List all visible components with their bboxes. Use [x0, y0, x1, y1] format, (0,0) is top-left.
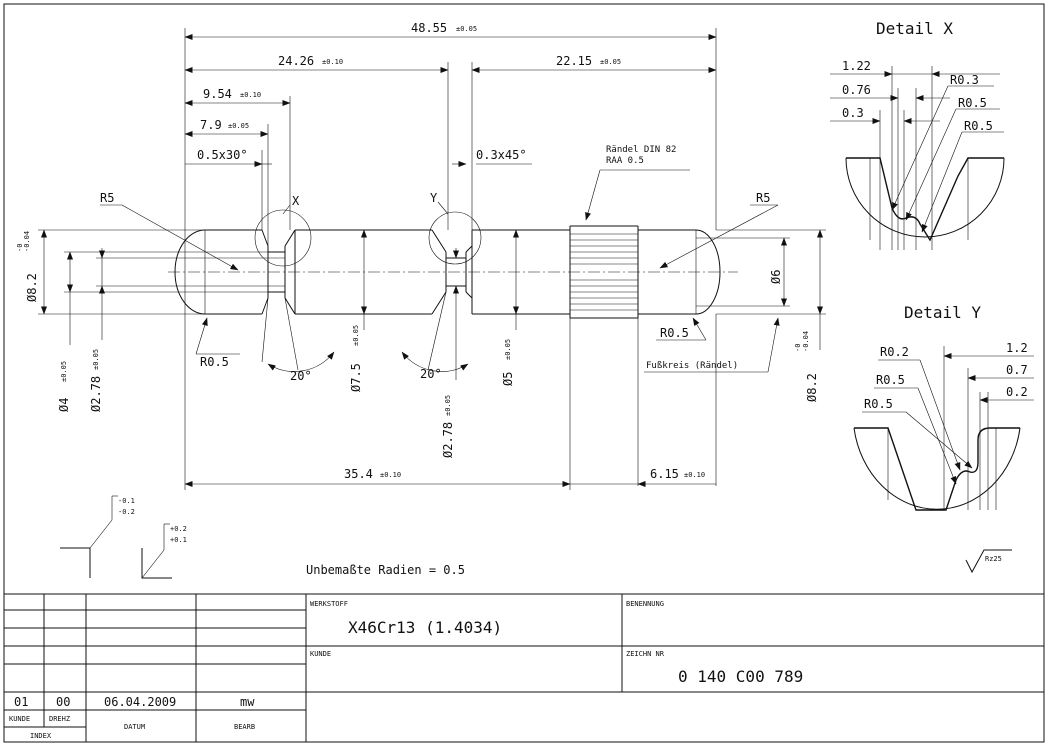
- rev-customer: 01: [14, 695, 28, 709]
- detail-y-title: Detail Y: [904, 303, 981, 322]
- len-354: 35.4: [344, 467, 373, 481]
- len-615: 6.15: [650, 467, 679, 481]
- edge-outer-1: -0.1: [118, 497, 135, 505]
- detail-y-r1: R0.2: [880, 345, 909, 359]
- dimension-lines: [38, 28, 826, 490]
- dia-right-tol-2: -0.04: [802, 331, 810, 352]
- surface-roughness-symbol: Rz25: [965, 549, 1012, 574]
- dia-right: Ø8.2: [805, 373, 819, 402]
- dia-4: Ø4: [57, 398, 71, 412]
- detail-x-r1: R0.3: [950, 73, 979, 87]
- rev-author: mw: [240, 695, 255, 709]
- dim-chamfer-x: 0.5x30°: [197, 148, 248, 162]
- dia-left-tol-1: -0: [16, 244, 24, 252]
- rev-date: 06.04.2009: [104, 695, 176, 709]
- root-circle-note: Fußkreis (Rändel): [646, 361, 738, 371]
- title-block: WERKSTOFF X46Cr13 (1.4034) BENENNUNG KUN…: [3, 593, 1045, 743]
- detail-y-d1: 1.2: [1006, 341, 1028, 355]
- knurl-note-2: RAA 0.5: [606, 156, 644, 166]
- col-index: INDEX: [30, 732, 52, 740]
- r05-left: R0.5: [200, 355, 229, 369]
- dim-groove-x-tol: ±0.10: [240, 91, 261, 99]
- dia-left-tol-2: -0.04: [23, 231, 31, 252]
- edge-inner-2: +0.1: [170, 536, 187, 544]
- dia-5-tol: ±0.05: [504, 339, 512, 360]
- dia-278b-tol: ±0.05: [444, 395, 452, 416]
- dim-right-part: 22.15: [556, 54, 592, 68]
- edge-symbols: -0.1 -0.2 +0.2 +0.1: [60, 495, 187, 579]
- dim-step-x-tol: ±0.05: [228, 122, 249, 130]
- detail-x-circle: [254, 209, 312, 267]
- dim-groove-x: 9.54: [203, 87, 232, 101]
- knurl-lines: [570, 233, 638, 311]
- material-value: X46Cr13 (1.4034): [348, 618, 502, 637]
- marker-y: Y: [430, 191, 438, 205]
- knurl-note-1: Rändel DIN 82: [606, 145, 676, 155]
- detail-x-r3: R0.5: [964, 119, 993, 133]
- dia-75-tol: ±0.05: [352, 325, 360, 346]
- edge-outer-2: -0.2: [118, 508, 135, 516]
- detail-y-circle: [428, 211, 482, 265]
- dia-right-tol-1: -0: [794, 344, 802, 352]
- col-customer: KUNDE: [9, 715, 30, 723]
- dimension-text: 48.55 ±0.05 24.26 ±0.10 22.15 ±0.05 9.54…: [16, 21, 819, 481]
- len-615-tol: ±0.10: [684, 471, 705, 479]
- general-note: Unbemaßte Radien = 0.5: [306, 563, 465, 577]
- dim-step-x: 7.9: [200, 118, 222, 132]
- drawing-no-value: 0 140 C00 789: [678, 667, 803, 686]
- dia-4-tol: ±0.05: [60, 361, 68, 382]
- dia-278: Ø2.78: [89, 376, 103, 412]
- shaft-drawing: [168, 209, 738, 319]
- angle-left: 20°: [290, 369, 312, 383]
- detail-y-r2: R0.5: [876, 373, 905, 387]
- dim-left-part: 24.26: [278, 54, 314, 68]
- dia-left: Ø8.2: [25, 273, 39, 302]
- detail-x-d2: 0.76: [842, 83, 871, 97]
- dia-5: Ø5: [501, 372, 515, 386]
- surface-value: Rz25: [985, 555, 1002, 563]
- rev-lathe: 00: [56, 695, 70, 709]
- detail-x-r2: R0.5: [958, 96, 987, 110]
- dia-278b: Ø2.78: [441, 422, 455, 458]
- col-lathe: DREHZ: [49, 715, 70, 723]
- col-date: DATUM: [124, 723, 145, 731]
- detail-y: Detail Y R0.2 R0.5 R0.5 1.2 0.7 0.2: [853, 303, 1034, 511]
- detail-x-title: Detail X: [876, 19, 953, 38]
- dim-left-part-tol: ±0.10: [322, 58, 343, 66]
- r05-right: R0.5: [660, 326, 689, 340]
- detail-y-d3: 0.2: [1006, 385, 1028, 399]
- customer-label: KUNDE: [310, 650, 331, 658]
- dia-75: Ø7.5: [349, 363, 363, 392]
- dim-total-tol: ±0.05: [456, 25, 477, 33]
- dia-278-tol: ±0.05: [92, 349, 100, 370]
- len-354-tol: ±0.10: [380, 471, 401, 479]
- name-label: BENENNUNG: [626, 600, 664, 608]
- detail-x-d3: 0.3: [842, 106, 864, 120]
- detail-y-r3: R0.5: [864, 397, 893, 411]
- detail-y-d2: 0.7: [1006, 363, 1028, 377]
- detail-x-d1: 1.22: [842, 59, 871, 73]
- marker-x: X: [292, 194, 300, 208]
- dim-right-part-tol: ±0.05: [600, 58, 621, 66]
- detail-x: Detail X 1.22 0.76 0.3 R0.3 R0.5 R0.5: [830, 19, 1005, 250]
- dim-total: 48.55: [411, 21, 447, 35]
- edge-inner-1: +0.2: [170, 525, 187, 533]
- material-label: WERKSTOFF: [310, 600, 348, 608]
- drawing-no-label: ZEICHN NR: [626, 650, 665, 658]
- dia-6: Ø6: [769, 270, 783, 284]
- col-author: BEARB: [234, 723, 255, 731]
- radius-left: R5: [100, 191, 114, 205]
- radius-right: R5: [756, 191, 770, 205]
- dim-chamfer-y: 0.3x45°: [476, 148, 527, 162]
- angle-right: 20°: [420, 367, 442, 381]
